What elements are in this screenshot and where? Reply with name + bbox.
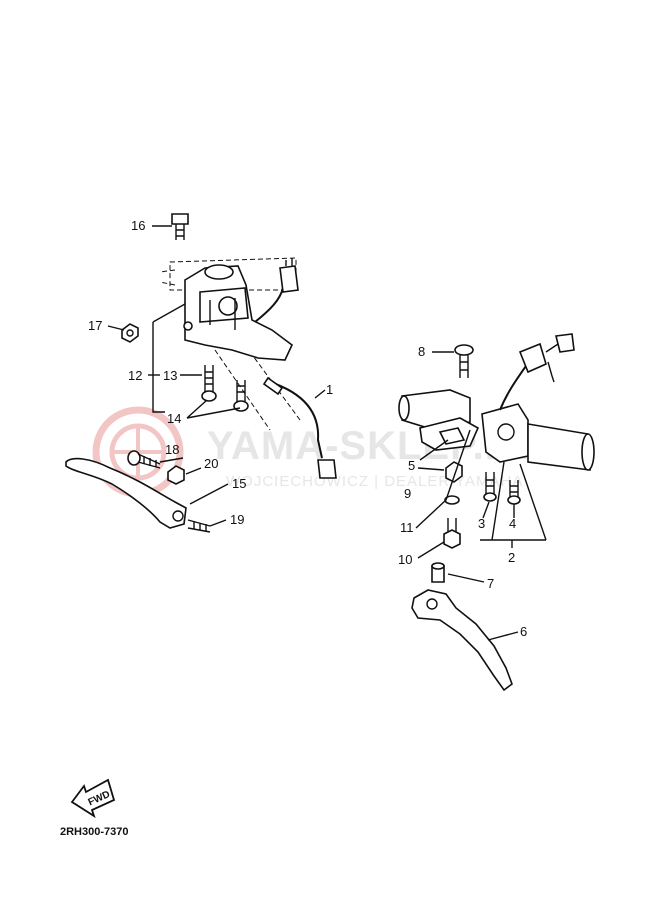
callout-5: 5	[408, 458, 415, 473]
left-switch-assembly	[65, 213, 337, 533]
callout-labels: 1 2 3 4 5 6 7 8 9 10 11 12 13 14 15 16 1…	[88, 218, 527, 639]
callout-18: 18	[165, 442, 179, 457]
callout-16: 16	[131, 218, 145, 233]
callout-15: 15	[232, 476, 246, 491]
callout-10: 10	[398, 552, 412, 567]
callout-13: 13	[163, 368, 177, 383]
part-4-screw	[507, 480, 521, 505]
part-19-screw	[187, 519, 211, 533]
right-switch-assembly	[398, 333, 595, 692]
part-20-nut	[167, 465, 185, 485]
callout-20: 20	[204, 456, 218, 471]
callout-11: 11	[400, 520, 414, 535]
part-10-nut	[443, 518, 461, 549]
part-17-nut	[121, 323, 139, 343]
part-7-collar	[431, 562, 445, 583]
fwd-arrow: FWD	[70, 778, 116, 819]
callout-12: 12	[128, 368, 142, 383]
part-16-bolt	[171, 213, 189, 240]
part-18-bolt	[127, 450, 161, 469]
callout-1: 1	[326, 382, 333, 397]
part-6-lever	[411, 589, 513, 692]
leader-lines	[107, 225, 547, 641]
part-15-lever	[65, 457, 187, 529]
part-13-screw	[201, 365, 217, 402]
callout-2: 2	[508, 550, 515, 565]
callout-9: 9	[404, 486, 411, 501]
callout-6: 6	[520, 624, 527, 639]
callout-7: 7	[487, 576, 494, 591]
callout-3: 3	[478, 516, 485, 531]
watermark-title: YAMA-SKLEP.PL	[207, 424, 538, 468]
callout-17: 17	[88, 318, 102, 333]
diagram-code: 2RH300-7370	[60, 826, 129, 838]
watermark-subtitle: WOJCIECHOWICZ | DEALER YAMAHA	[226, 473, 523, 490]
callout-14: 14	[167, 411, 181, 426]
callout-4: 4	[509, 516, 516, 531]
part-14-screw	[233, 380, 249, 412]
part-3-screw	[483, 472, 497, 502]
part-8-screw	[454, 344, 474, 378]
callout-8: 8	[418, 344, 425, 359]
callout-19: 19	[230, 512, 244, 527]
